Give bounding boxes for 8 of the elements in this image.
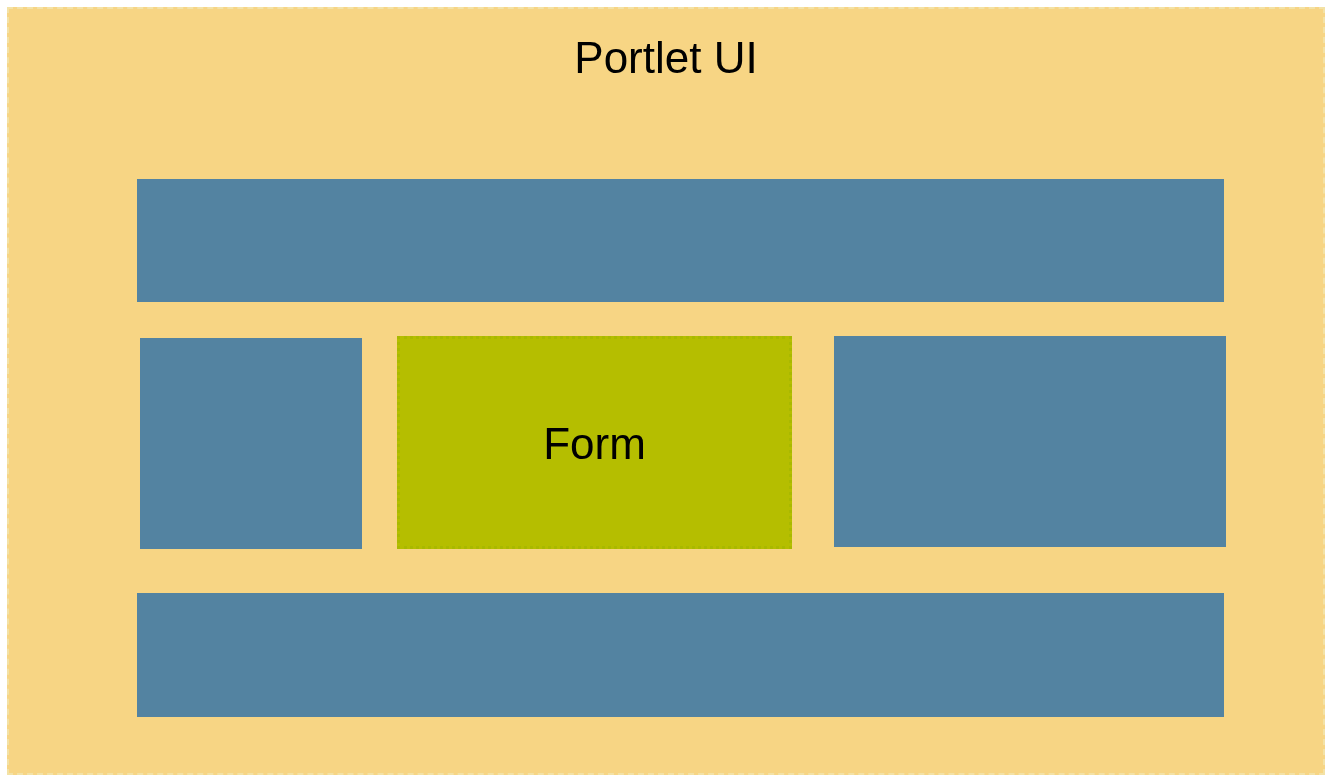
panel-block <box>137 593 1224 717</box>
box-label: Form <box>542 421 647 466</box>
portlet-container <box>7 7 1325 775</box>
form-box <box>397 336 792 549</box>
panel-block <box>834 336 1226 547</box>
panel-block <box>137 179 1224 302</box>
panel-block <box>140 338 362 549</box>
container-title: Portlet UI <box>573 36 759 80</box>
